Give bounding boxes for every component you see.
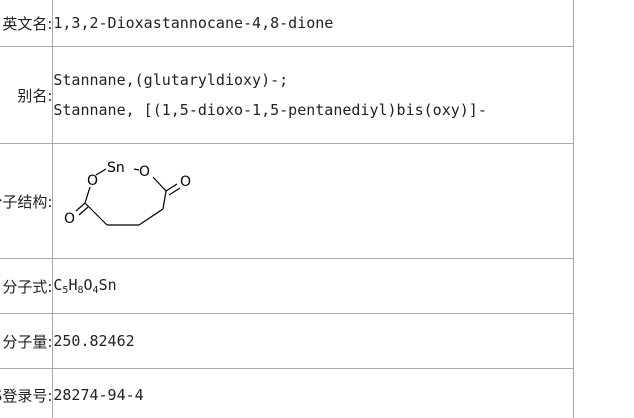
bond-o-c-left xyxy=(84,186,91,204)
atom-o-carbonyl-left: O xyxy=(64,211,75,227)
cas-value: 28274-94-4 xyxy=(52,368,574,418)
formula-element-o: O xyxy=(83,276,93,294)
atom-o-carbonyl-right: O xyxy=(180,174,191,190)
formula-element-c: C xyxy=(53,276,63,294)
bond-co-right-2 xyxy=(169,187,181,196)
row-cas-number: CAS登录号: 28274-94-4 xyxy=(0,368,574,418)
row-molecular-formula: 分子式: C5H8O4Sn xyxy=(0,258,574,314)
bond-c4-c5 xyxy=(84,202,108,226)
bond-c7-c8 xyxy=(162,190,167,210)
formula-count-c: 5 xyxy=(62,285,69,296)
aliases-label: 别名: xyxy=(0,46,54,144)
row-molecular-weight: 分子量: 250.82462 xyxy=(0,313,574,369)
weight-value: 250.82462 xyxy=(52,313,574,369)
bond-co-left-1 xyxy=(75,202,86,212)
atom-o-ring-left: O xyxy=(87,173,98,189)
row-aliases: 别名: Stannane,(glutaryldioxy)-; Stannane,… xyxy=(0,46,574,144)
alias-2: Stannane, [(1,5-dioxo-1,5-pentanediyl)bi… xyxy=(53,101,487,119)
formula-count-o: 4 xyxy=(92,285,99,296)
bond-c6-c7 xyxy=(139,208,164,226)
cas-label: CAS登录号: xyxy=(0,368,54,418)
formula-value: C5H8O4Sn xyxy=(52,258,574,314)
bond-o-c-right xyxy=(152,176,167,192)
atom-o-ring-right: O xyxy=(139,164,150,180)
bond-sn-o-left xyxy=(96,168,107,176)
molecular-structure-image: Sn O O O O xyxy=(64,160,191,227)
alias-1: Stannane,(glutaryldioxy)-; xyxy=(53,71,289,89)
atom-sn: Sn xyxy=(107,160,125,176)
row-english-name: 英文名: 1,3,2-Dioxastannocane-4,8-dione xyxy=(0,0,574,47)
compound-properties-table: 英文名: 1,3,2-Dioxastannocane-4,8-dione 别名:… xyxy=(0,0,574,418)
formula-label: 分子式: xyxy=(0,258,54,314)
bond-sn-o-right xyxy=(134,168,140,171)
formula-count-h: 8 xyxy=(77,285,84,296)
formula-element-sn: Sn xyxy=(98,276,117,294)
bond-co-left-2 xyxy=(78,206,89,216)
structure-label: 分子结构: xyxy=(0,143,54,259)
bond-co-right-1 xyxy=(166,183,178,192)
english-name-value: 1,3,2-Dioxastannocane-4,8-dione xyxy=(52,0,574,47)
structure-value: Sn O O O O xyxy=(52,143,574,259)
formula-element-h: H xyxy=(68,276,78,294)
aliases-value: Stannane,(glutaryldioxy)-; Stannane, [(1… xyxy=(52,46,574,144)
english-name-label: 英文名: xyxy=(0,0,54,47)
row-structure: 分子结构: xyxy=(0,143,574,259)
structure-bonds xyxy=(75,168,181,226)
weight-label: 分子量: xyxy=(0,313,54,369)
